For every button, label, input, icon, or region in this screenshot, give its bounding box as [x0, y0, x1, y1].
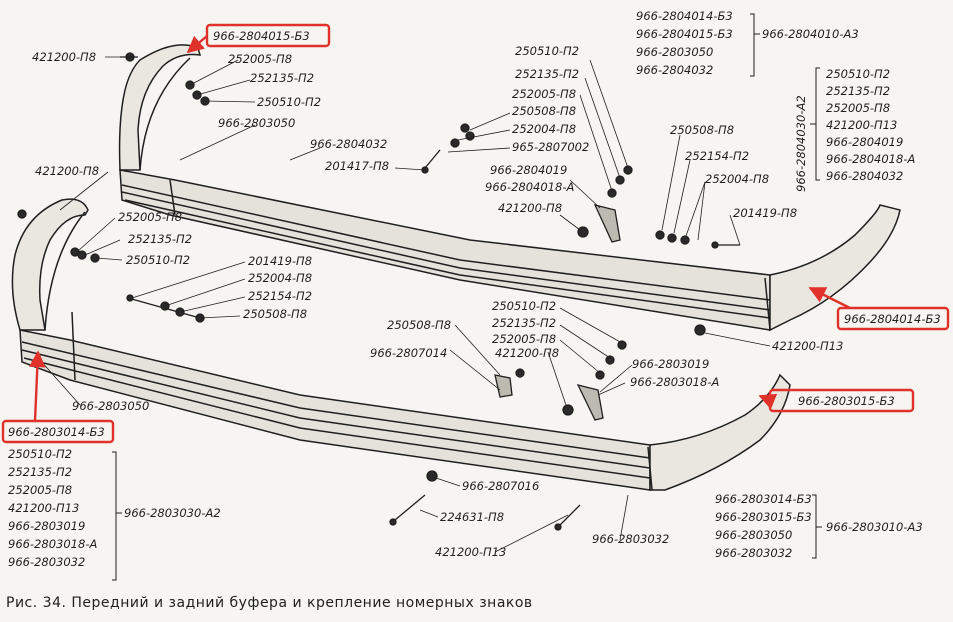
label: 966-2807016	[462, 479, 539, 493]
label: 252004-П8	[512, 122, 576, 136]
label: 252004-П8	[705, 172, 769, 186]
label: 250510-П2	[257, 95, 321, 109]
group-item: 966-2804018-А	[826, 152, 915, 166]
label: 252135-П2	[492, 316, 556, 330]
label: 224631-П8	[440, 510, 504, 524]
label: 250508-П8	[670, 123, 734, 137]
group-item: 966-2803019	[8, 519, 85, 533]
label: 966-2804018-А	[485, 180, 574, 194]
group-item: 966-2803050	[636, 45, 713, 59]
figure-caption: Рис. 34. Передний и задний буфера и креп…	[6, 595, 533, 611]
label: 421200-П8	[32, 50, 96, 64]
label: 252005-П8	[512, 87, 576, 101]
group-item: 966-2803018-А	[8, 537, 97, 551]
label: 421200-П8	[498, 201, 562, 215]
label: 421200-П13	[435, 545, 506, 559]
label: 252005-П8	[492, 332, 556, 346]
label: 201419-П8	[733, 206, 797, 220]
leader-lines	[39, 56, 771, 553]
group-item: 252005-П8	[826, 101, 890, 115]
hardware-parts	[17, 52, 740, 531]
group-braces	[112, 13, 822, 581]
label: 250508-П8	[512, 104, 576, 118]
label: 252004-П8	[248, 271, 312, 285]
group-item: 252005-П8	[8, 483, 72, 497]
group-assembly: 966-2803010-А3	[826, 520, 923, 534]
label: 966-2803019	[632, 357, 709, 371]
label: 250510-П2	[515, 44, 579, 58]
part-labels: 421200-П8 966-2804015-Б3 252005-П8 25213…	[8, 9, 941, 569]
label: 966-2803050	[72, 399, 149, 413]
label: 966-2804019	[490, 163, 567, 177]
group-item: 966-2804015-Б3	[636, 27, 733, 41]
label: 250510-П2	[126, 253, 190, 267]
label: 250508-П8	[387, 318, 451, 332]
group-item: 966-2804019	[826, 135, 903, 149]
label: 252135-П2	[128, 232, 192, 246]
label: 201417-П8	[325, 159, 389, 173]
group-item: 966-2803050	[715, 528, 792, 542]
group-item: 966-2803032	[715, 546, 792, 560]
caption-text: Передний и задний буфера и крепление ном…	[71, 595, 533, 611]
label: 421200-П8	[495, 346, 559, 360]
label: 252005-П8	[118, 210, 182, 224]
group-assembly-vertical: 966-2804030-А2	[794, 95, 808, 192]
label: 421200-П8	[35, 164, 99, 178]
group-assembly: 966-2804010-А3	[762, 27, 859, 41]
group-item: 966-2804032	[826, 169, 903, 183]
group-item: 250510-П2	[826, 67, 890, 81]
caption-number: 34.	[42, 595, 67, 611]
label: 252154-П2	[248, 289, 312, 303]
rear-bumper	[11, 198, 791, 491]
label: 965-2807002	[512, 140, 589, 154]
front-bumper	[118, 44, 901, 332]
label-highlight: 966-2804014-Б3	[844, 312, 941, 326]
label: 421200-П13	[772, 339, 843, 353]
group-item: 421200-П13	[826, 118, 897, 132]
label: 250508-П8	[243, 307, 307, 321]
group-item: 966-2803032	[8, 555, 85, 569]
label: 966-2803050	[218, 116, 295, 130]
label: 252135-П2	[515, 67, 579, 81]
label-highlight: 966-2803014-Б3	[8, 425, 105, 439]
label: 252005-П8	[228, 52, 292, 66]
label-highlight: 966-2803015-Б3	[798, 394, 895, 408]
label: 966-2804032	[310, 137, 387, 151]
group-item: 250510-П2	[8, 447, 72, 461]
label: 966-2803032	[592, 532, 669, 546]
group-item: 966-2804014-Б3	[636, 9, 733, 23]
highlight-markers	[1, 23, 950, 444]
label: 252154-П2	[685, 149, 749, 163]
label: 966-2803018-А	[630, 375, 719, 389]
label: 250510-П2	[492, 299, 556, 313]
group-item: 421200-П13	[8, 501, 79, 515]
group-item: 966-2804032	[636, 63, 713, 77]
group-item: 966-2803015-Б3	[715, 510, 812, 524]
group-item: 966-2803014-Б3	[715, 492, 812, 506]
label: 252135-П2	[250, 71, 314, 85]
group-assembly: 966-2803030-А2	[124, 506, 221, 520]
group-item: 252135-П2	[826, 84, 890, 98]
group-item: 252135-П2	[8, 465, 72, 479]
caption-prefix: Рис.	[6, 595, 38, 611]
label: 201419-П8	[248, 254, 312, 268]
label: 966-2807014	[370, 346, 447, 360]
label-highlight: 966-2804015-Б3	[213, 29, 310, 43]
